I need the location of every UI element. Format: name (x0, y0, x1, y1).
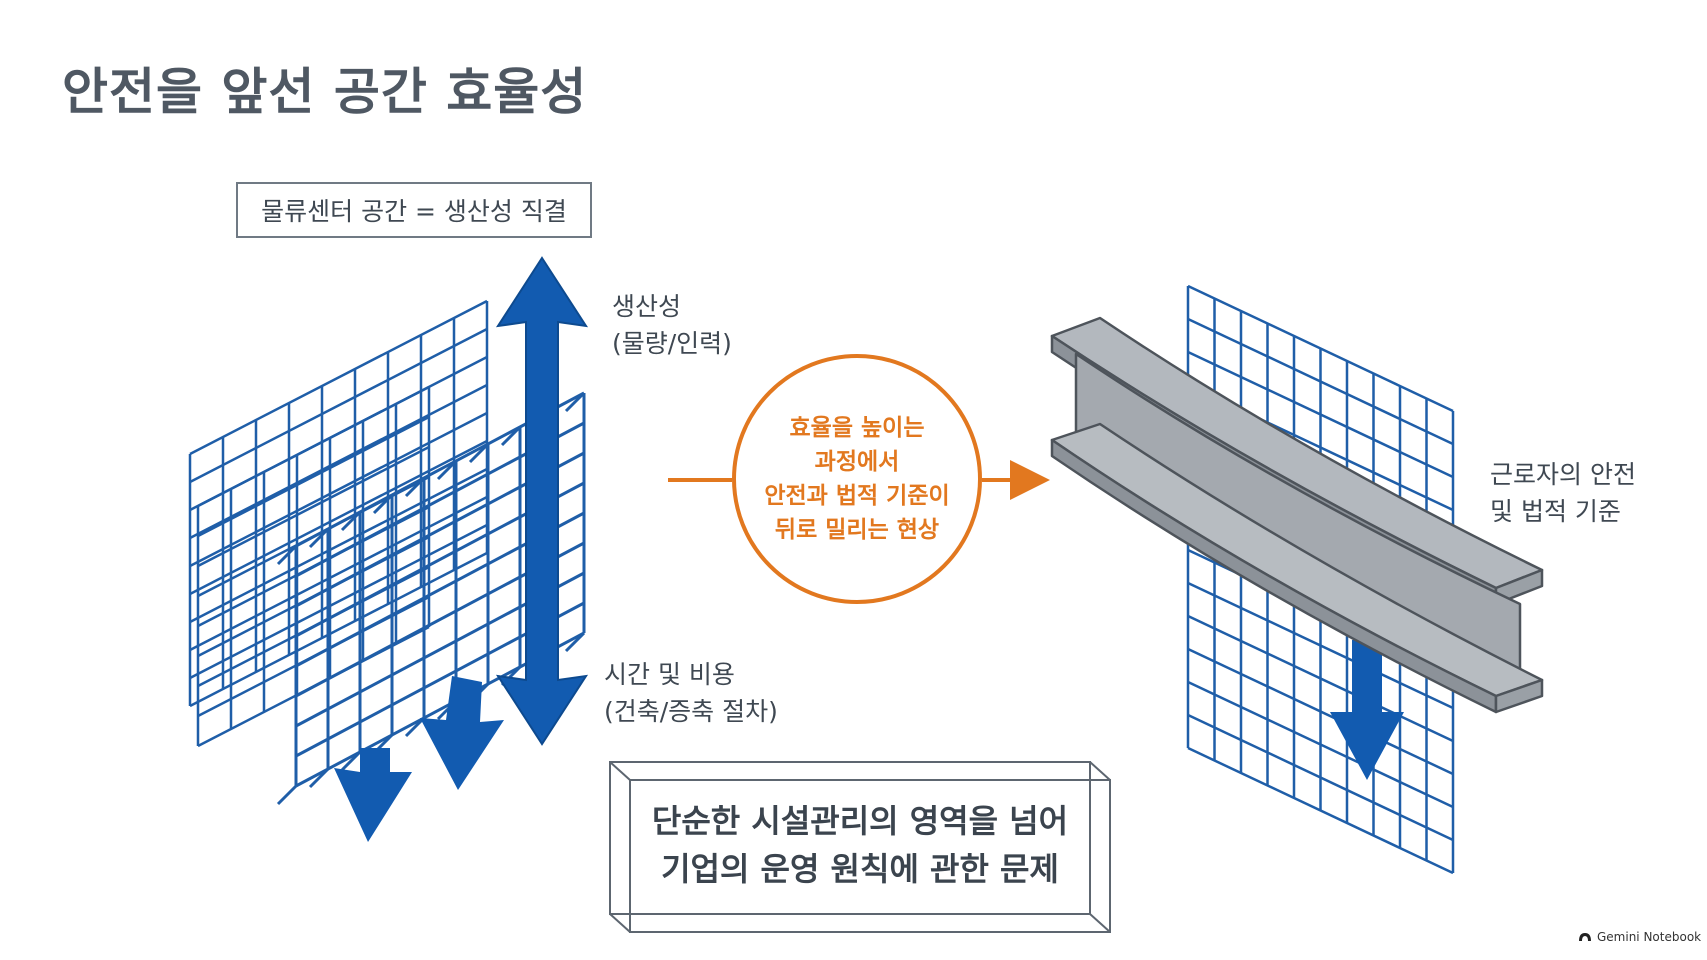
safety-label: 근로자의 안전 및 법적 기준 (1490, 456, 1636, 530)
circle-line-2: 과정에서 (814, 449, 900, 475)
safety-label-line1: 근로자의 안전 (1490, 460, 1636, 489)
gemini-notebook-icon (1579, 933, 1591, 941)
header-box-text: 물류센터 공간 = 생산성 직결 (261, 197, 567, 226)
productivity-double-arrow-icon (495, 256, 589, 746)
conclusion-line2: 기업의 운영 원칙에 관한 문제 (661, 850, 1059, 888)
down-arrow-icon (420, 676, 504, 790)
header-box: 물류센터 공간 = 생산성 직결 (236, 182, 592, 238)
conclusion-line1: 단순한 시설관리의 영역을 넘어 (651, 802, 1069, 840)
footer-brand-text: Gemini Notebook (1597, 930, 1702, 944)
safety-label-line2: 및 법적 기준 (1490, 497, 1621, 526)
footer-brand: Gemini Notebook (1578, 930, 1701, 944)
cost-label-line1: 시간 및 비용 (604, 660, 735, 689)
conclusion-box-outline (609, 761, 1111, 933)
center-circle: 효율을 높이는 과정에서 안전과 법적 기준이 뒤로 밀리는 현상 (732, 354, 982, 604)
circle-line-1: 효율을 높이는 (789, 415, 925, 441)
right-down-arrow-icon (1330, 640, 1404, 780)
storage-rack-icon (188, 299, 586, 806)
down-arrow-icon (334, 748, 412, 842)
cost-label-line2: (건축/증축 절차) (604, 697, 778, 726)
productivity-label-line2: (물량/인력) (612, 329, 732, 358)
steel-beam-icon (1050, 316, 1544, 714)
circle-line-4: 뒤로 밀리는 현상 (774, 517, 940, 543)
productivity-label: 생산성 (물량/인력) (612, 288, 732, 362)
cost-label: 시간 및 비용 (건축/증축 절차) (604, 656, 778, 730)
conclusion-box: 단순한 시설관리의 영역을 넘어 기업의 운영 원칙에 관한 문제 (620, 770, 1100, 920)
productivity-label-line1: 생산성 (612, 292, 682, 321)
page-title: 안전을 앞선 공간 효율성 (62, 63, 588, 121)
circle-line-3: 안전과 법적 기준이 (764, 483, 950, 509)
